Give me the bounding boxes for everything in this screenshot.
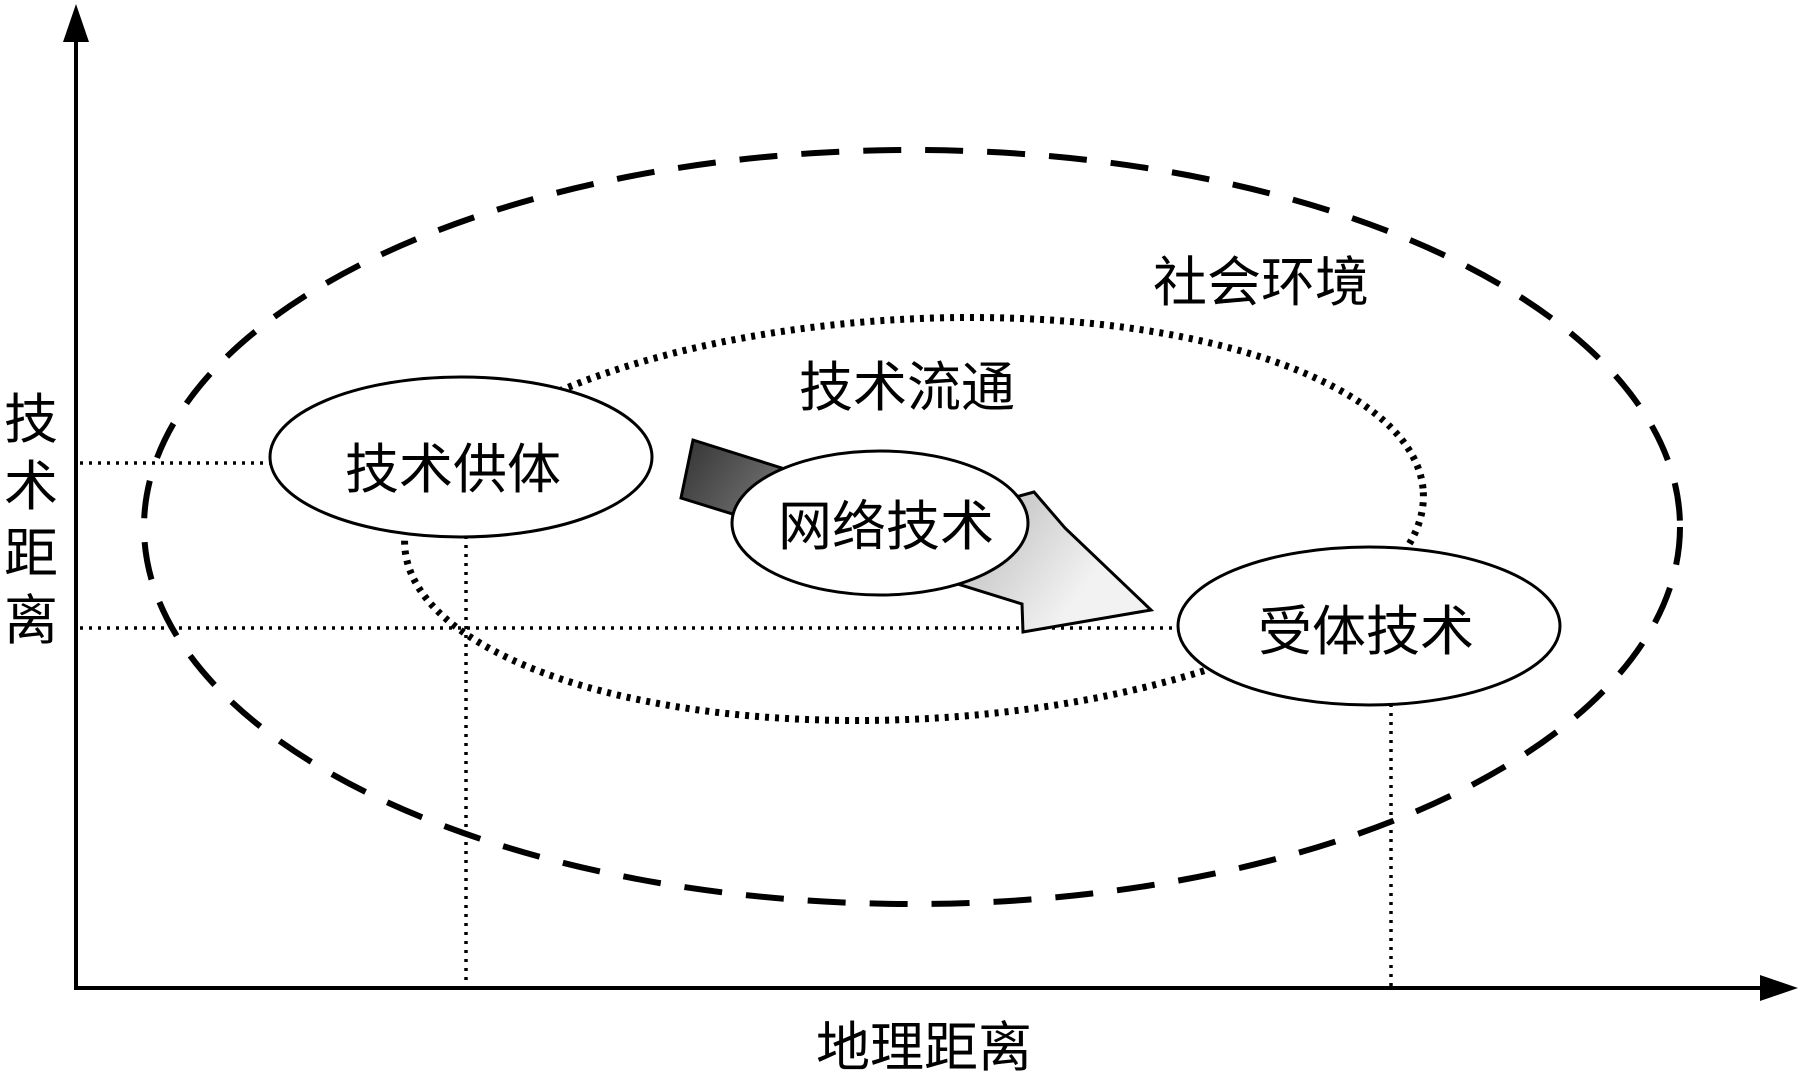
receiver-node [1176,545,1562,707]
social-environment-label: 社会环境 [1153,251,1369,314]
tech-circulation-label: 技术流通 [799,356,1015,419]
social-environment-boundary [141,147,1683,907]
x-axis-arrowhead [1760,975,1798,1001]
network-node [730,449,1030,597]
y-axis-label-char-2: 术 [4,455,58,518]
y-axis-label-char-3: 距 [4,522,58,585]
network-label: 网络技术 [778,495,994,558]
supplier-node [268,375,654,539]
tech-circulation-boundary [401,313,1427,725]
supplier-label: 技术供体 [345,438,561,501]
receiver-label: 受体技术 [1258,600,1474,663]
y-axis-label-char-1: 技 [4,388,58,451]
y-axis-arrowhead [63,4,89,42]
y-axis-label-char-4: 离 [4,589,58,652]
x-axis-label: 地理距离 [816,1016,1032,1075]
